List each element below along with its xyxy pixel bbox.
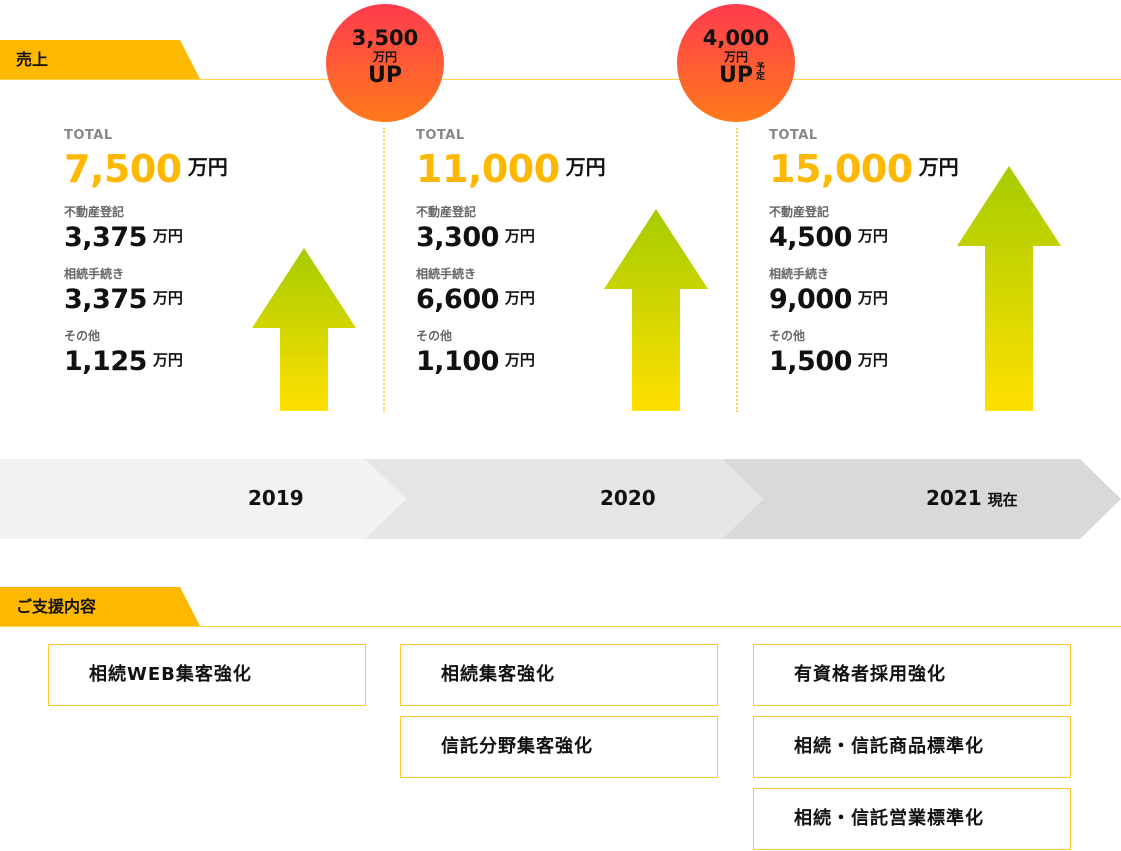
support-section-line xyxy=(0,626,1121,627)
support-item-label: 信託分野集客強化 xyxy=(441,736,593,757)
item-value: 1,100 xyxy=(416,346,499,377)
item-label: その他 xyxy=(769,329,806,343)
timeline-segment-2020 xyxy=(365,459,763,539)
item-value: 3,375 xyxy=(64,222,147,253)
item-value: 3,300 xyxy=(416,222,499,253)
item-value: 4,500 xyxy=(769,222,852,253)
timeline-segment-2021 xyxy=(722,459,1121,539)
total-label: TOTAL xyxy=(416,128,465,143)
support-tag-label: ご支援内容 xyxy=(16,597,97,616)
total-label: TOTAL xyxy=(64,128,113,143)
total-unit: 万円 xyxy=(565,155,606,179)
item-unit: 万円 xyxy=(152,227,183,245)
support-item-label: 相続集客強化 xyxy=(441,664,555,685)
total-value: 11,000 xyxy=(416,147,560,191)
up-arrow-icon xyxy=(252,248,356,411)
item-unit: 万円 xyxy=(152,289,183,307)
item-label: 相続手続き xyxy=(416,267,477,281)
badge-unit: 万円 xyxy=(372,50,397,64)
item-value: 1,125 xyxy=(64,346,147,377)
total-value: 15,000 xyxy=(769,147,913,191)
item-value: 1,500 xyxy=(769,346,852,377)
item-label: その他 xyxy=(64,329,101,343)
support-item-label: 相続・信託商品標準化 xyxy=(794,736,984,757)
support-item-label: 有資格者採用強化 xyxy=(794,664,946,685)
item-label: 相続手続き xyxy=(769,267,830,281)
total-unit: 万円 xyxy=(918,155,959,179)
total-unit: 万円 xyxy=(187,155,228,179)
item-label: 相続手続き xyxy=(64,267,125,281)
sales-tag-label: 売上 xyxy=(16,50,49,69)
item-unit: 万円 xyxy=(857,351,888,369)
item-unit: 万円 xyxy=(857,289,888,307)
year-label: 2019 xyxy=(248,486,304,510)
sales-section-line xyxy=(0,79,1121,80)
badge-amount: 3,500 xyxy=(351,26,419,50)
support-item: 相続集客強化 xyxy=(400,644,718,706)
timeline-year-2021: 2021 現在 xyxy=(926,486,1018,510)
support-item: 相続・信託商品標準化 xyxy=(753,716,1071,778)
support-item: 相続・信託営業標準化 xyxy=(753,788,1071,850)
growth-badge-2020: 3,500 万円 UP xyxy=(326,4,444,122)
support-item: 信託分野集客強化 xyxy=(400,716,718,778)
up-arrow-icon xyxy=(957,166,1061,411)
support-item: 相続WEB集客強化 xyxy=(48,644,366,706)
badge-note: 予定 xyxy=(756,63,766,82)
year-label: 2020 xyxy=(600,486,656,510)
item-unit: 万円 xyxy=(152,351,183,369)
item-label: その他 xyxy=(416,329,453,343)
year-suffix: 現在 xyxy=(987,491,1018,509)
timeline-year-2019: 2019 xyxy=(248,486,304,510)
timeline-segment-2019 xyxy=(0,459,406,539)
support-item: 有資格者採用強化 xyxy=(753,644,1071,706)
up-arrow-icon xyxy=(604,209,708,411)
total-value: 7,500 xyxy=(64,147,182,191)
item-unit: 万円 xyxy=(504,351,535,369)
item-label: 不動産登記 xyxy=(769,205,830,219)
item-unit: 万円 xyxy=(504,289,535,307)
sales-section-tag: 売上 xyxy=(0,40,200,79)
badge-unit: 万円 xyxy=(723,50,748,64)
support-section-tag: ご支援内容 xyxy=(0,587,200,626)
support-item-label: 相続WEB集客強化 xyxy=(89,664,252,685)
badge-up-label: UP xyxy=(719,63,753,88)
badge-up-label: UP xyxy=(368,63,402,88)
item-unit: 万円 xyxy=(857,227,888,245)
total-label: TOTAL xyxy=(769,128,818,143)
timeline-bar xyxy=(0,459,1121,539)
support-item-label: 相続・信託営業標準化 xyxy=(794,808,984,829)
timeline-year-2020: 2020 xyxy=(600,486,656,510)
item-label: 不動産登記 xyxy=(416,205,477,219)
item-label: 不動産登記 xyxy=(64,205,125,219)
column-divider xyxy=(736,128,738,412)
item-value: 6,600 xyxy=(416,284,499,315)
item-value: 9,000 xyxy=(769,284,852,315)
column-divider xyxy=(383,128,385,412)
item-unit: 万円 xyxy=(504,227,535,245)
year-label: 2021 xyxy=(926,486,982,510)
badge-amount: 4,000 xyxy=(702,26,770,50)
badge-up: UP xyxy=(368,64,402,88)
item-value: 3,375 xyxy=(64,284,147,315)
